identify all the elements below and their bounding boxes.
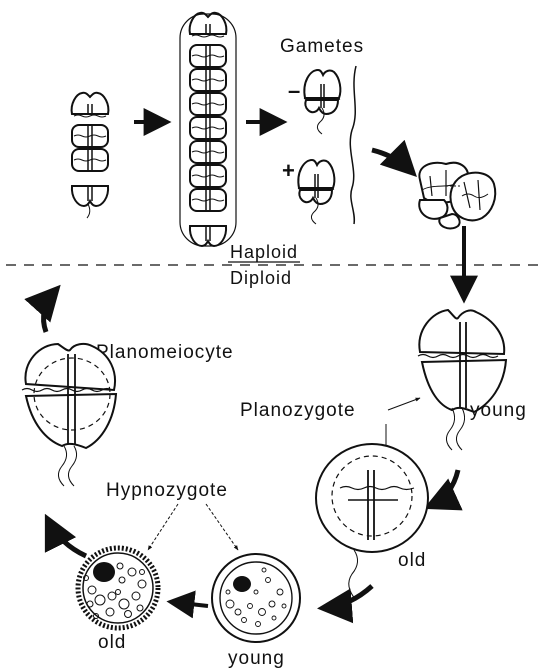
old-hypnozygote — [78, 548, 158, 628]
plus-gamete — [298, 160, 334, 224]
old-planozygote — [316, 444, 428, 600]
hypnozygote-label: Hypnozygote — [106, 480, 228, 501]
young-hypnozygote — [212, 554, 300, 642]
minus-sign: – — [288, 78, 300, 103]
planozygote-to-hypnozygote-arrow — [324, 586, 372, 608]
planozygote-label: Planozygote — [240, 400, 356, 421]
haploid-label: Haploid — [230, 242, 298, 262]
young-to-old-hypnozygote-arrow — [172, 602, 208, 606]
long-cell-chain — [180, 13, 236, 246]
planozygote-young-label: young — [470, 400, 527, 421]
gamete-bracket — [350, 66, 356, 224]
hypnozygote-pointer-young — [206, 504, 238, 550]
planomeiocyte-to-haploid-arrow — [44, 290, 56, 332]
hypnozygote-old-label: old — [98, 632, 126, 653]
plus-sign: + — [282, 158, 295, 183]
hypnozygote-to-planomeiocyte-arrow — [48, 520, 86, 556]
gametes-label: Gametes — [280, 36, 364, 57]
four-cell-chain — [72, 93, 109, 218]
young-planozygote — [418, 310, 506, 450]
hypnozygote-young-label: young — [228, 648, 285, 669]
planomeiocyte-label: Planomeiocyte — [96, 342, 234, 363]
planozygote-pointer — [388, 398, 420, 410]
planozygote-old-label: old — [398, 550, 426, 571]
hypnozygote-pointer-old — [148, 504, 178, 550]
fusing-gametes — [419, 163, 495, 229]
diploid-label: Diploid — [230, 268, 292, 288]
fusion-arrow — [372, 150, 412, 172]
minus-gamete — [304, 70, 340, 134]
planomeiocyte-cell — [22, 344, 116, 486]
young-to-old-planozygote-arrow — [430, 470, 458, 506]
